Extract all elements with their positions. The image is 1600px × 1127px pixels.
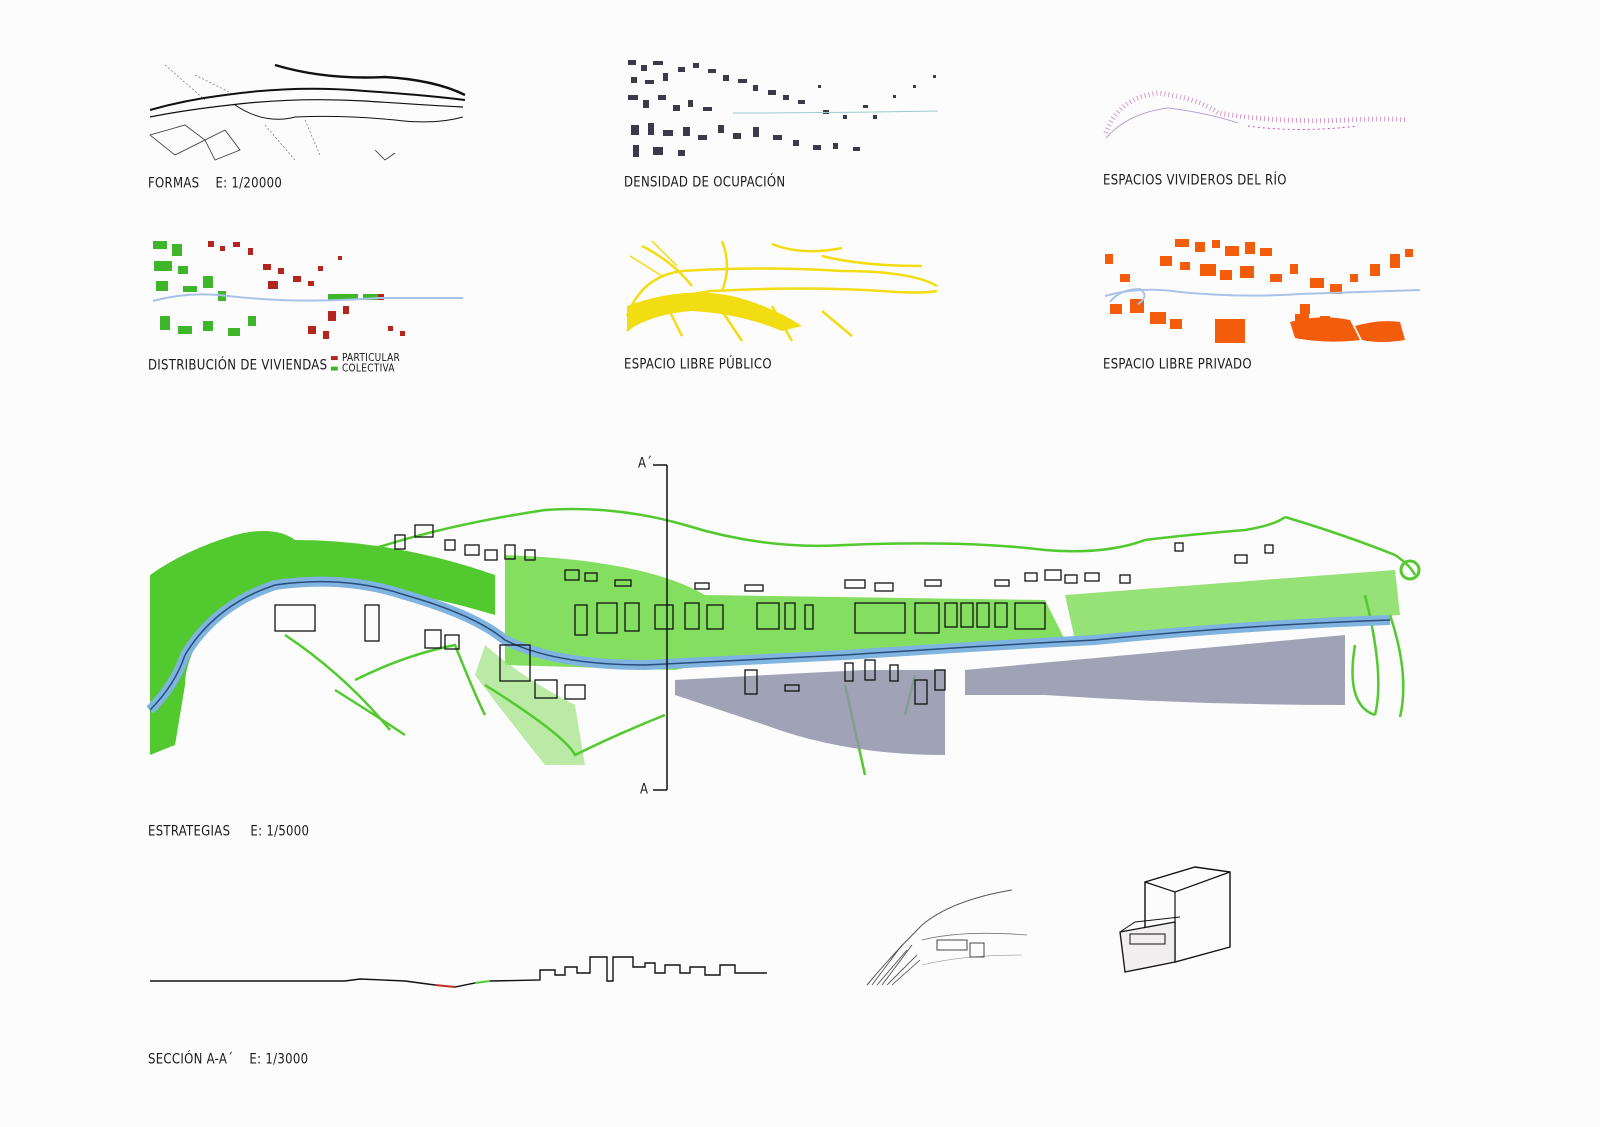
section-title: SECCIÓN A-A´ <box>148 1051 234 1068</box>
section-profile <box>145 945 775 995</box>
espacios-rio-title: ESPACIOS VIVIDEROS DEL RÍO <box>1103 172 1287 189</box>
densidad-title: DENSIDAD DE OCUPACIÓN <box>624 174 786 191</box>
viviendas-legend: ▬ PARTICULAR ▬ COLECTIVA <box>330 353 400 375</box>
estrategias-scale: E: 1/5000 <box>250 823 310 840</box>
viviendas-map <box>148 236 468 348</box>
legend-colectiva: ▬ COLECTIVA <box>330 362 395 375</box>
publico-map <box>622 236 942 348</box>
building-sketch-icon <box>1115 862 1240 982</box>
section-marker-top: A´ <box>638 455 653 472</box>
espacios-rio-map <box>1098 78 1418 148</box>
formas-scale: E: 1/20000 <box>215 175 283 192</box>
mountain-sketch-icon <box>862 885 1032 995</box>
section-marker-bottom: A <box>640 781 649 798</box>
section-scale: E: 1/3000 <box>249 1051 309 1068</box>
legend-particular: ▬ PARTICULAR <box>330 352 401 364</box>
estrategias-plan <box>145 455 1435 800</box>
viviendas-title: DISTRIBUCIÓN DE VIVIENDAS <box>148 357 328 374</box>
formas-map <box>145 55 475 170</box>
privado-map <box>1100 234 1425 349</box>
formas-title: FORMAS <box>148 175 200 192</box>
publico-title: ESPACIO LIBRE PÚBLICO <box>624 356 772 373</box>
densidad-map <box>623 55 943 165</box>
estrategias-title: ESTRATEGIAS <box>148 823 231 840</box>
privado-title: ESPACIO LIBRE PRIVADO <box>1103 356 1252 373</box>
